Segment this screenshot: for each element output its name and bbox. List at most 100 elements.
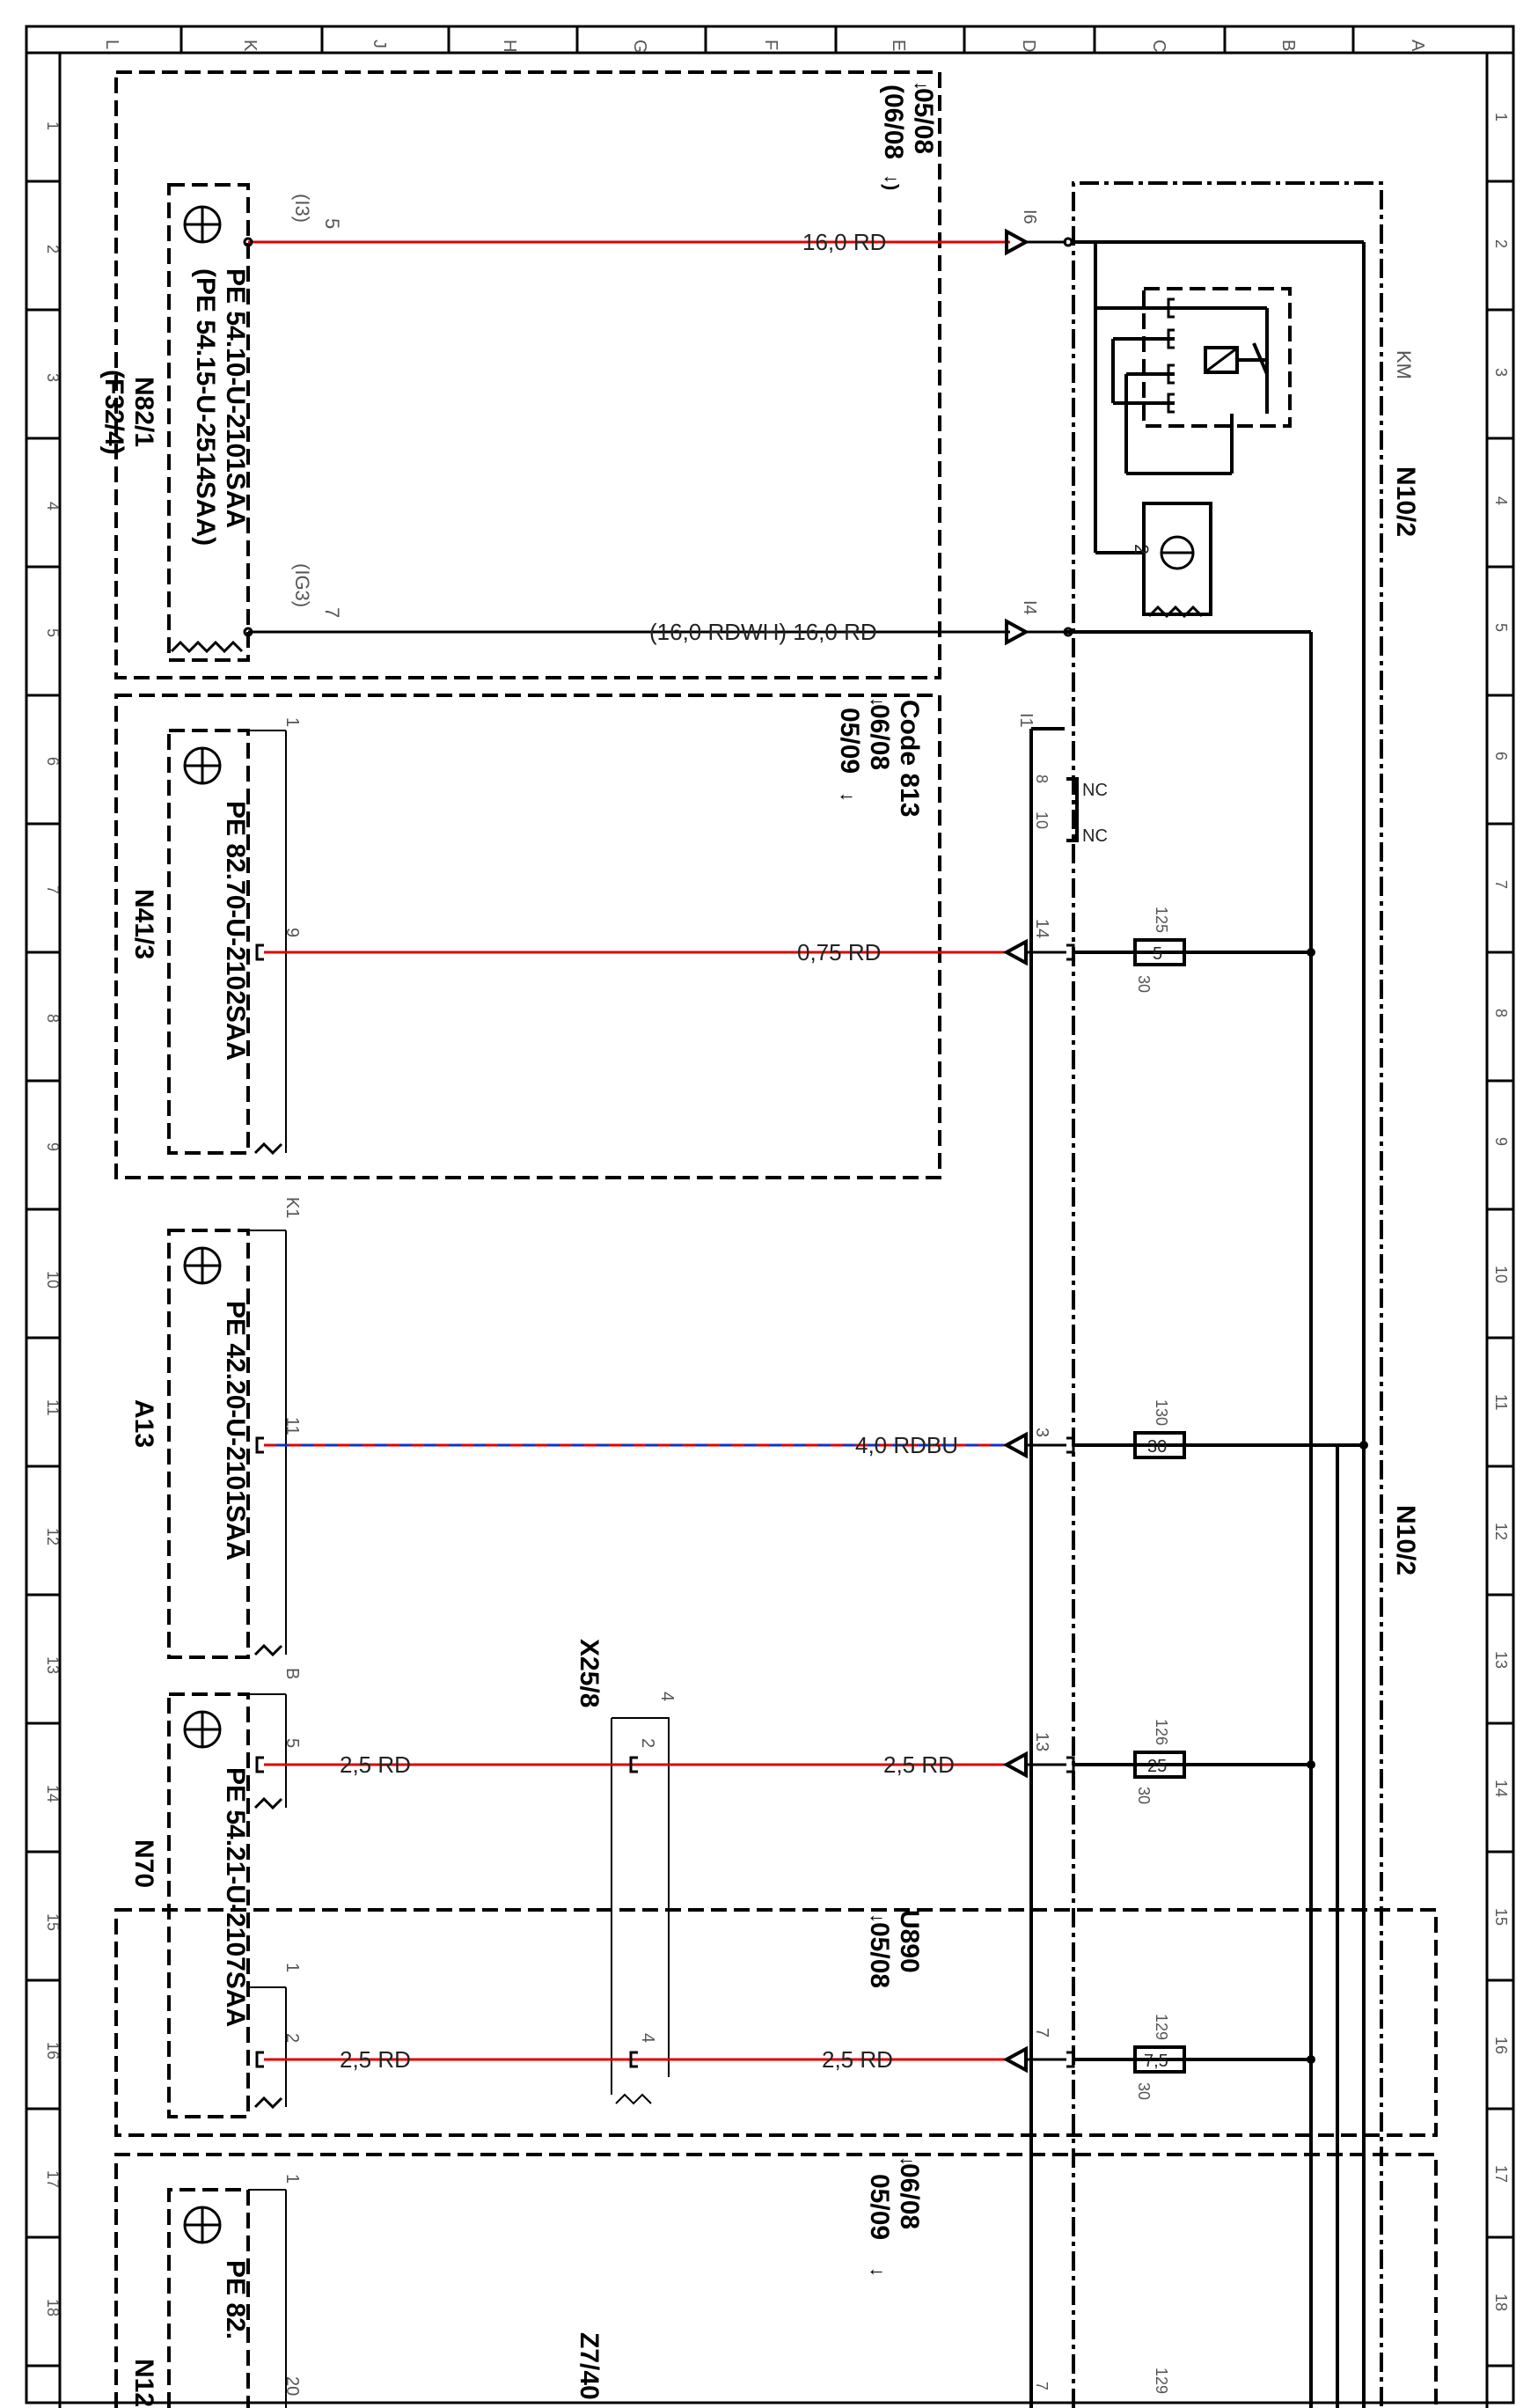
wire-label: 2,5 RD [883, 1751, 955, 1778]
n82-block [167, 183, 250, 662]
fuse-number: 125 [1153, 907, 1170, 933]
row-number: 8 [44, 1014, 62, 1023]
col-letter: K [240, 40, 260, 52]
pin-label: 8 [1033, 775, 1051, 783]
wires [243, 237, 1073, 2068]
arrow-left-icon [1002, 2045, 1028, 2074]
row-number: 14 [1492, 1780, 1510, 1797]
wire-label: 0,75 RD [797, 939, 881, 965]
nc-label: NC [1082, 781, 1108, 800]
arrow-right-icon [1005, 618, 1030, 646]
arrow-down-icon: ↓ [867, 697, 889, 707]
pin-label: 7 [1033, 2382, 1051, 2390]
n12-date-marker: 06/08 05/09 ↓ ↓ [865, 2156, 924, 2277]
x25-label: X25/8 [575, 1639, 604, 1707]
date-label: 05/09 [865, 2174, 894, 2240]
fuse [1133, 938, 1186, 966]
fuse-sub: 30 [1135, 2082, 1153, 2100]
group-box-u890 [114, 1908, 1438, 2137]
a13-conn: K1 [282, 1197, 302, 1218]
fuse-value: 30 [1147, 1437, 1167, 1457]
wire-label: (16,0 RDWH) 16,0 RD [649, 619, 877, 645]
group-box-n82 [114, 70, 941, 679]
fuse-value: 5 [1153, 944, 1162, 964]
row-number: 1 [44, 121, 62, 130]
date-label: (06/08 [879, 84, 908, 159]
n82-pin5: 5 [321, 218, 343, 229]
n41-name: N41/3 [129, 889, 158, 959]
date-label: 05/09 [835, 708, 864, 774]
wire-label: 2,5 RD [340, 1751, 411, 1778]
code-label: Code 813 [895, 700, 924, 817]
col-letter: D [1019, 40, 1038, 52]
x25-pin-label: 4 [638, 2033, 657, 2043]
code-label: U890 [895, 1910, 924, 1973]
row-number: 7 [44, 885, 62, 894]
arrow-down-icon: ↓ [911, 81, 933, 91]
col-letter: H [500, 40, 519, 52]
row-number: 16 [44, 2042, 62, 2059]
a13-name: A13 [129, 1399, 158, 1448]
n10-module-label-mid: N10/2 [1391, 1505, 1420, 1575]
row-number: 17 [44, 2170, 62, 2188]
n10-module-label-top: N10/2 [1391, 466, 1420, 537]
frame [25, 25, 1515, 2408]
row-number: 10 [1492, 1266, 1510, 1283]
date-label: 06/08 [865, 704, 894, 770]
a13-block [167, 1229, 287, 1659]
n41-block [167, 729, 287, 1156]
pin-label: 10 [1033, 811, 1051, 829]
arrow-down-icon: ↓ [897, 2156, 919, 2166]
row-number: 18 [44, 2299, 62, 2316]
x25-pin-label: 2 [638, 1738, 657, 1748]
fuse-number: 130 [1153, 1399, 1170, 1426]
date-label: 05/08 [865, 1922, 894, 1988]
z7-label: Z7/40 [575, 2332, 604, 2400]
fuse [1133, 1431, 1186, 1459]
row-number: 6 [44, 757, 62, 766]
n82-pin7: 7 [321, 607, 343, 618]
n82-pe-label: PE 54.10-U-2101SAA [221, 268, 250, 528]
n41-conn: 1 [282, 717, 302, 727]
term-label: 14 [1032, 919, 1051, 938]
row-number: 5 [44, 628, 62, 637]
relay-pin-label: 2 [1131, 544, 1153, 554]
wire-arrows [1002, 228, 1075, 2074]
n70-conn-1: 1 [282, 1963, 302, 1972]
row-number: 15 [44, 1913, 62, 1931]
nc-pins: 8 10 NC NC [1033, 775, 1108, 846]
row-number: 1 [1492, 113, 1510, 121]
n70-code-marker: U890 05/08 ↓ [865, 1910, 924, 1988]
n82-pe-alt-label: (PE 54.15-U-2514SAA) [191, 268, 220, 546]
fuse-sub: 30 [1135, 975, 1153, 993]
arrow-down-icon: ↓ [837, 792, 859, 802]
n82-ref: (F32/4) [99, 370, 128, 455]
group-boxes [114, 70, 1438, 2408]
row-number: 17 [1492, 2165, 1510, 2183]
n12-block [167, 2188, 287, 2408]
term-label: I4 [1020, 600, 1039, 615]
arrow-right-icon [1005, 228, 1030, 256]
group-box-n41 [114, 694, 941, 1179]
row-number: 7 [1492, 880, 1510, 889]
row-number: 2 [1492, 239, 1510, 248]
fuse [1133, 2045, 1186, 2074]
fuses [1073, 938, 1364, 2074]
n70-pin-1: 2 [282, 2033, 302, 2043]
n12-name: N12 [129, 2359, 158, 2407]
wire-label: 4,0 RDBU [855, 1432, 958, 1458]
fuse-value: 7,5 [1144, 2052, 1168, 2071]
wire-label: 2,5 RD [340, 2046, 411, 2073]
term-label: 7 [1032, 2028, 1051, 2037]
col-letter: A [1408, 40, 1427, 52]
row-number: 8 [1492, 1009, 1510, 1017]
n41-pin: 9 [282, 928, 302, 937]
fuse-sub: 30 [1135, 1787, 1153, 1804]
a13-pe-label: PE 42.20-U-2101SAA [221, 1301, 250, 1560]
arrow-left-icon [1002, 1431, 1028, 1459]
row-number: 18 [1492, 2294, 1510, 2311]
row-number: 12 [1492, 1523, 1510, 1540]
group-box-n12 [114, 2153, 1438, 2408]
arrow-down-icon: ↓ [867, 2267, 889, 2277]
